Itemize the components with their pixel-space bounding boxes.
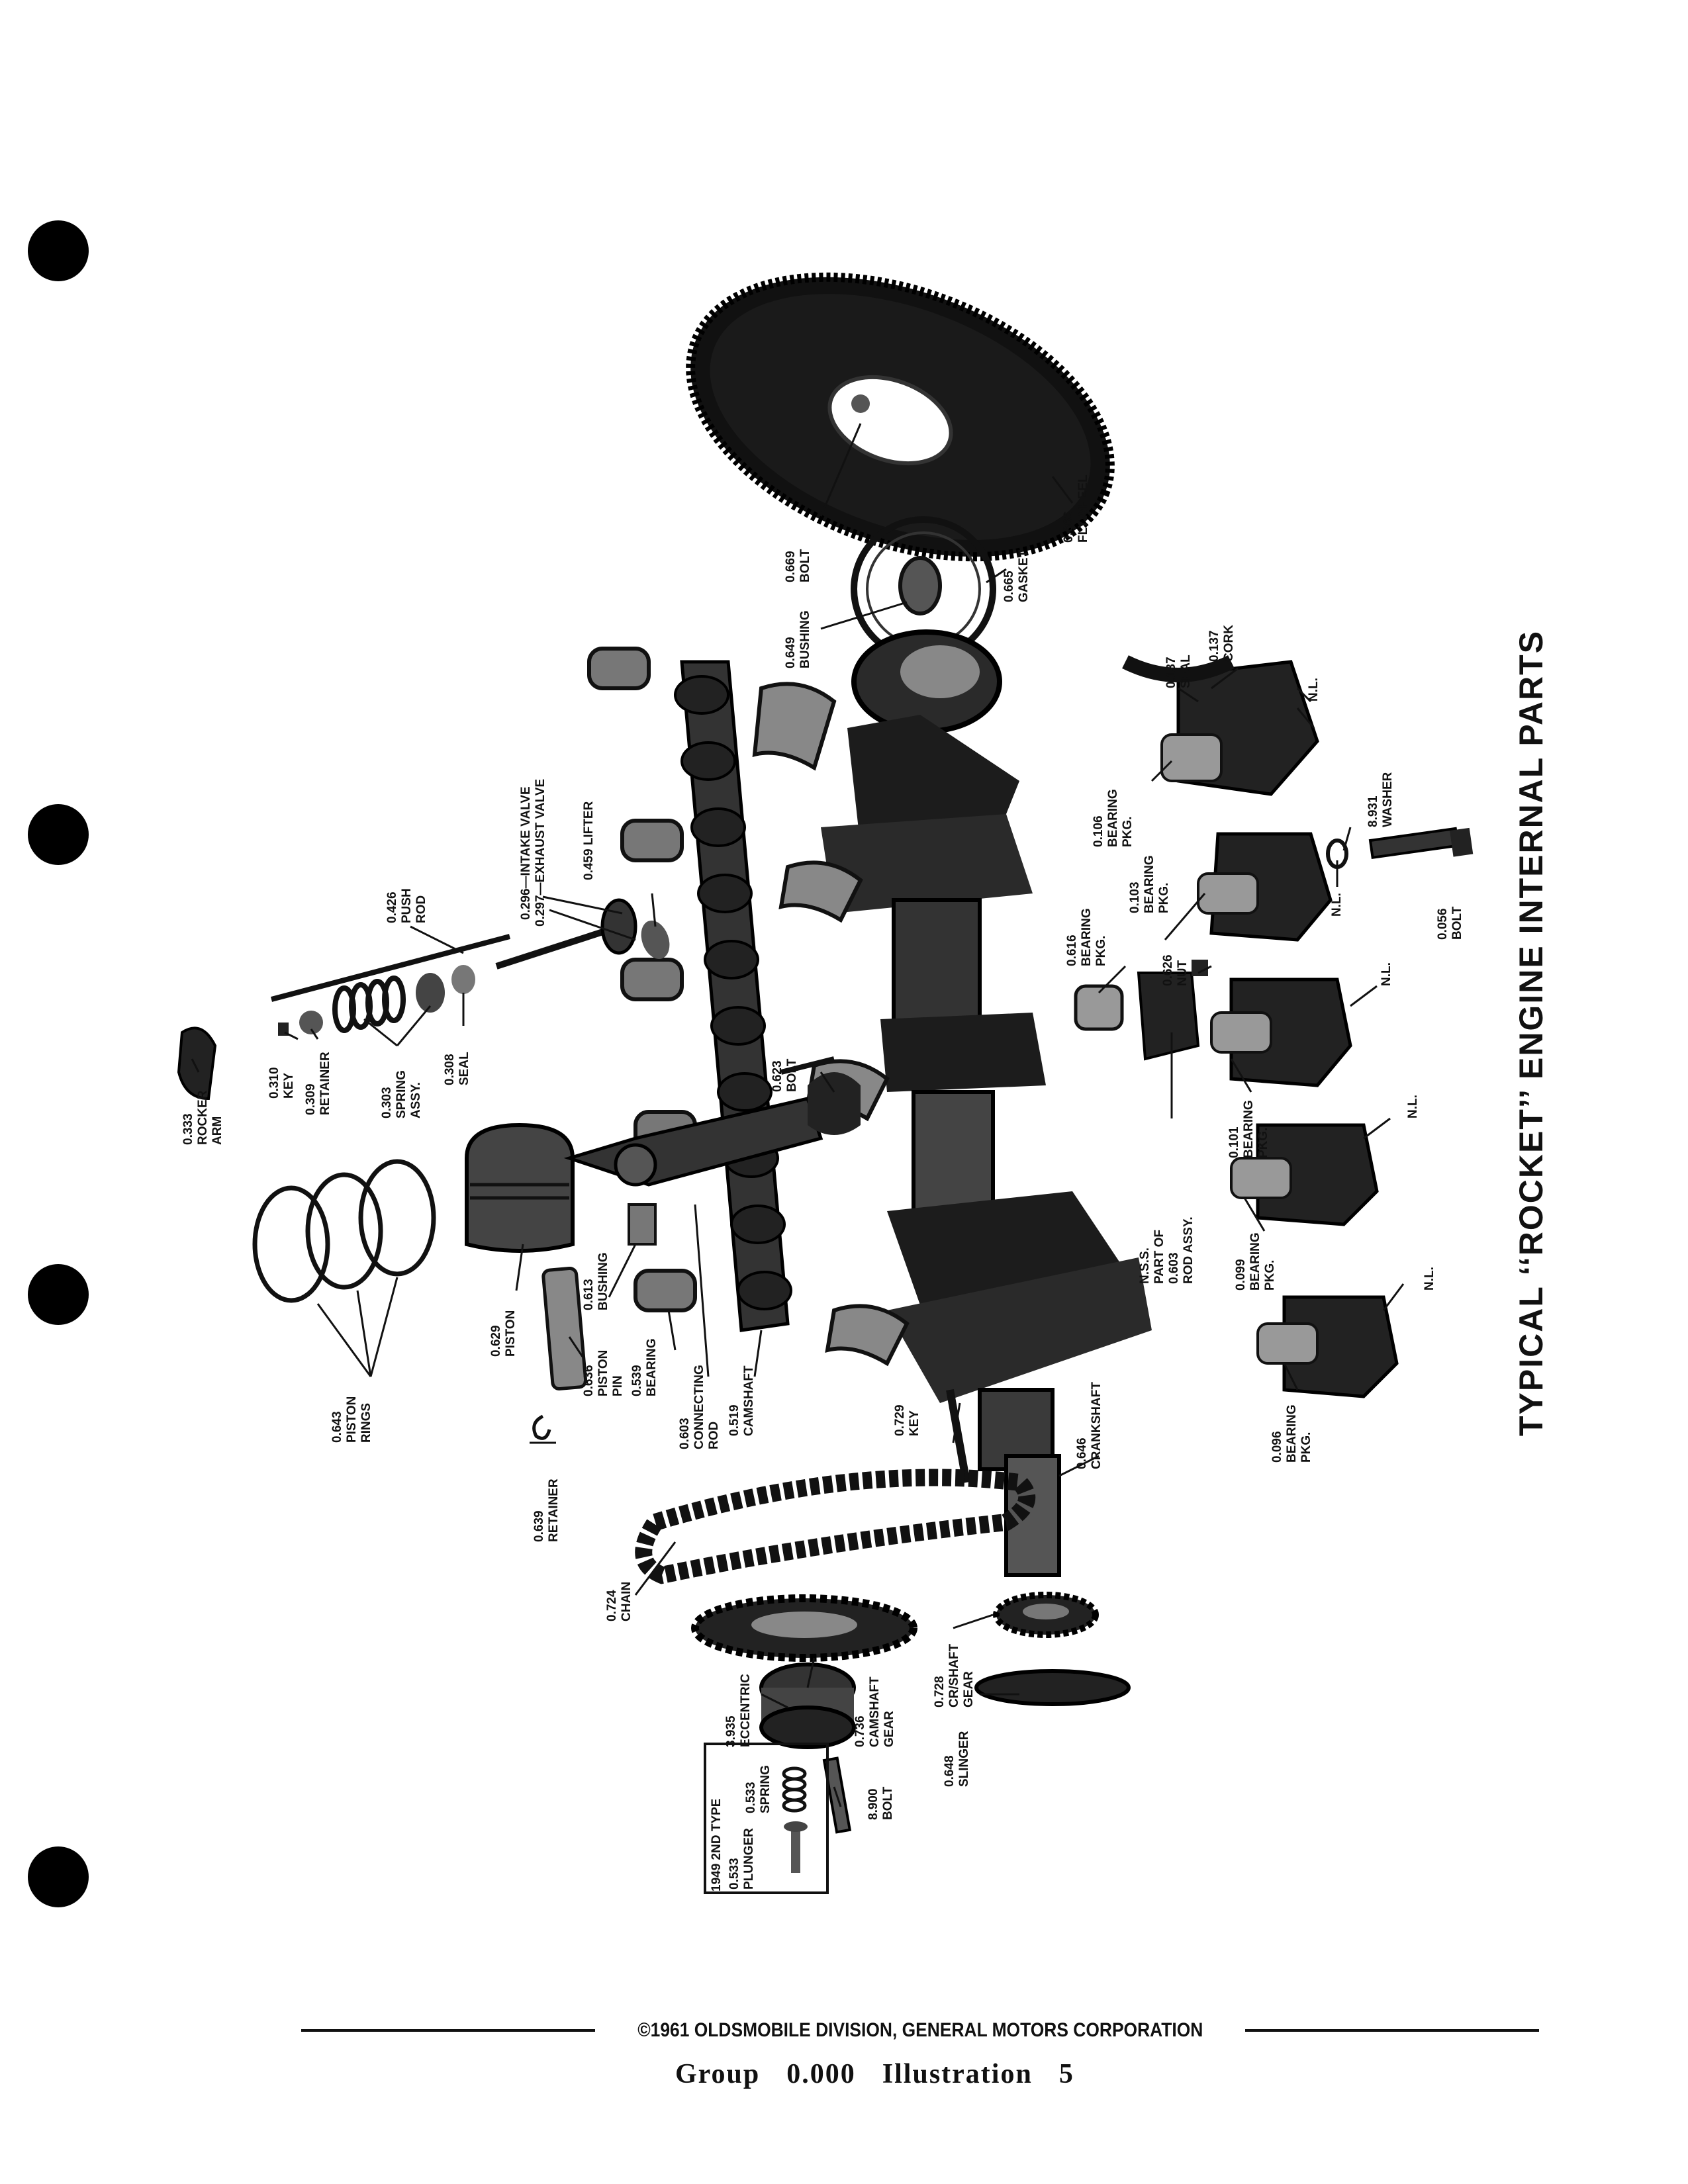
label-bushing-649: 0.649BUSHING (784, 610, 812, 668)
label-piston: 0.629PISTON (489, 1310, 518, 1357)
camshaft (674, 660, 792, 1332)
punch-hole-3 (28, 1264, 89, 1325)
bearing-caps (1176, 660, 1399, 1398)
label-bolt-900: 8.900BOLT (867, 1786, 895, 1820)
piston-rings (252, 1159, 436, 1303)
label-retainer-639: 0.639RETAINER (532, 1479, 561, 1542)
label-flywheel: 0.666FLYWHEEL (1062, 475, 1090, 543)
label-connecting-rod: 0.603CONNECTINGROD (678, 1365, 721, 1449)
piston-and-rod (465, 1056, 861, 1390)
label-flywheel-bolt: 0.669BOLT (784, 549, 812, 582)
label-bearing-106: 0.106BEARINGPKG. (1092, 789, 1135, 847)
label-bolt-623: 0.623BOLT (771, 1058, 799, 1092)
label-seal-308: 0.308SEAL (443, 1052, 471, 1085)
type-box (704, 1743, 829, 1894)
crankshaft-gear (993, 1592, 1099, 1638)
footer-group-label: Group (675, 2059, 761, 2089)
label-bearing-539: 0.539BEARING (630, 1338, 659, 1396)
flywheel (686, 272, 1115, 562)
timing-chain (635, 1469, 1036, 1584)
label-gasket: 0.665GASKET (1002, 549, 1031, 602)
label-exhaust-valve: 0.297—EXHAUST VALVE (534, 779, 547, 927)
label-bearing-103: 0.103BEARINGPKG. (1128, 855, 1171, 913)
labels: 0.666FLYWHEEL 0.665GASKET 0.669BOLT 0.64… (181, 475, 1464, 1891)
label-bushing-613: 0.613BUSHING (582, 1252, 610, 1310)
footer-illustration-value: 5 (1058, 2059, 1074, 2089)
label-retainer-309: 0.309RETAINER (304, 1052, 332, 1115)
label-lifter: 0.459 LIFTER (582, 801, 596, 880)
label-bearing-099: 0.099BEARINGPKG. (1234, 1232, 1277, 1291)
label-crshaft-gear: 0.728CR/SHAFTGEAR (933, 1644, 976, 1707)
label-nl-2: N.L. (1330, 893, 1344, 917)
label-bearing-101: 0.101BEARINGPKG. (1227, 1100, 1270, 1158)
oil-slinger (974, 1669, 1131, 1706)
rule-left (301, 2029, 595, 2032)
label-nl-5: N.L. (1423, 1267, 1436, 1291)
leader-lines (191, 423, 1405, 1807)
crankshaft (821, 629, 1152, 1577)
footer-illustration-label: Illustration (882, 2059, 1033, 2089)
page-title: TYPICAL ‘‘ROCKET’’ ENGINE INTERNAL PARTS (1513, 630, 1550, 1436)
label-push-rod: 0.426PUSHROD (385, 888, 428, 923)
rod-cap (1074, 960, 1208, 1061)
rule-right (1245, 2029, 1539, 2032)
copyright: ©1961 OLDSMOBILE DIVISION, GENERAL MOTOR… (637, 2019, 1203, 2041)
valve-train (177, 898, 670, 1101)
crank-key (946, 1388, 970, 1484)
label-key-310: 0.310KEY (267, 1067, 296, 1099)
label-key-729: 0.729KEY (893, 1404, 921, 1436)
label-plunger-533: 0.533PLUNGER (727, 1828, 756, 1889)
label-intake-valve: 0.296—INTAKE VALVE (519, 786, 533, 920)
cap-bearing-shells (1160, 733, 1319, 1365)
label-nut-626: 0.626NUT (1161, 954, 1190, 986)
label-eccentric: 3.935ECCENTRIC (724, 1674, 753, 1747)
punch-hole-2 (28, 804, 89, 865)
label-bearing-616: 0.616BEARINGPKG. (1065, 908, 1108, 966)
punch-hole-4 (28, 1846, 89, 1907)
label-washer-931: 8.931WASHER (1366, 772, 1395, 827)
label-rocker-arm: 0.333ROCKERARM (181, 1090, 224, 1145)
label-cork-137: 0.137CORK (1207, 625, 1236, 662)
label-piston-rings: 0.643PISTONRINGS (330, 1396, 373, 1443)
footer-group-illustration: Group 0.000 Illustration 5 (675, 2058, 1139, 2090)
rear-seal (1122, 655, 1235, 682)
label-nl-3: N.L. (1380, 962, 1393, 986)
label-spring-533: 0.533SPRING (744, 1765, 773, 1813)
pin-retainer (532, 1414, 551, 1440)
label-crankshaft: 0.646CRANKSHAFT (1075, 1382, 1103, 1469)
camshaft-gear (691, 1594, 917, 1662)
label-camshaft-gear: 0.736CAMSHAFTGEAR (853, 1676, 896, 1747)
label-nss: N.S.S.PART OF0.603ROD ASSY. (1138, 1216, 1196, 1284)
label-seal-137: 0.137SEAL (1164, 655, 1193, 688)
label-nl-4: N.L. (1406, 1095, 1420, 1118)
main-bolt (1368, 827, 1474, 860)
label-bolt-056: 0.056BOLT (1436, 906, 1464, 940)
label-nl-1: N.L. (1307, 678, 1321, 702)
label-type-box: 1949 2ND TYPE (710, 1799, 724, 1891)
punch-hole-1 (28, 220, 89, 281)
label-spring-303: 0.303SPRINGASSY. (380, 1070, 423, 1118)
cam-bearings (587, 647, 697, 1312)
label-slinger: 0.648SLINGER (943, 1731, 971, 1787)
label-piston-pin: 0.636PISTONPIN (582, 1350, 625, 1396)
label-chain: 0.724CHAIN (605, 1582, 633, 1621)
copyright-row: ©1961 OLDSMOBILE DIVISION, GENERAL MOTOR… (301, 2017, 1539, 2044)
label-camshaft: 0.519CAMSHAFT (727, 1365, 756, 1436)
label-bearing-096: 0.096BEARINGPKG. (1270, 1404, 1313, 1463)
eccentric (759, 1662, 856, 1749)
footer-group-value: 0.000 (786, 2059, 856, 2089)
